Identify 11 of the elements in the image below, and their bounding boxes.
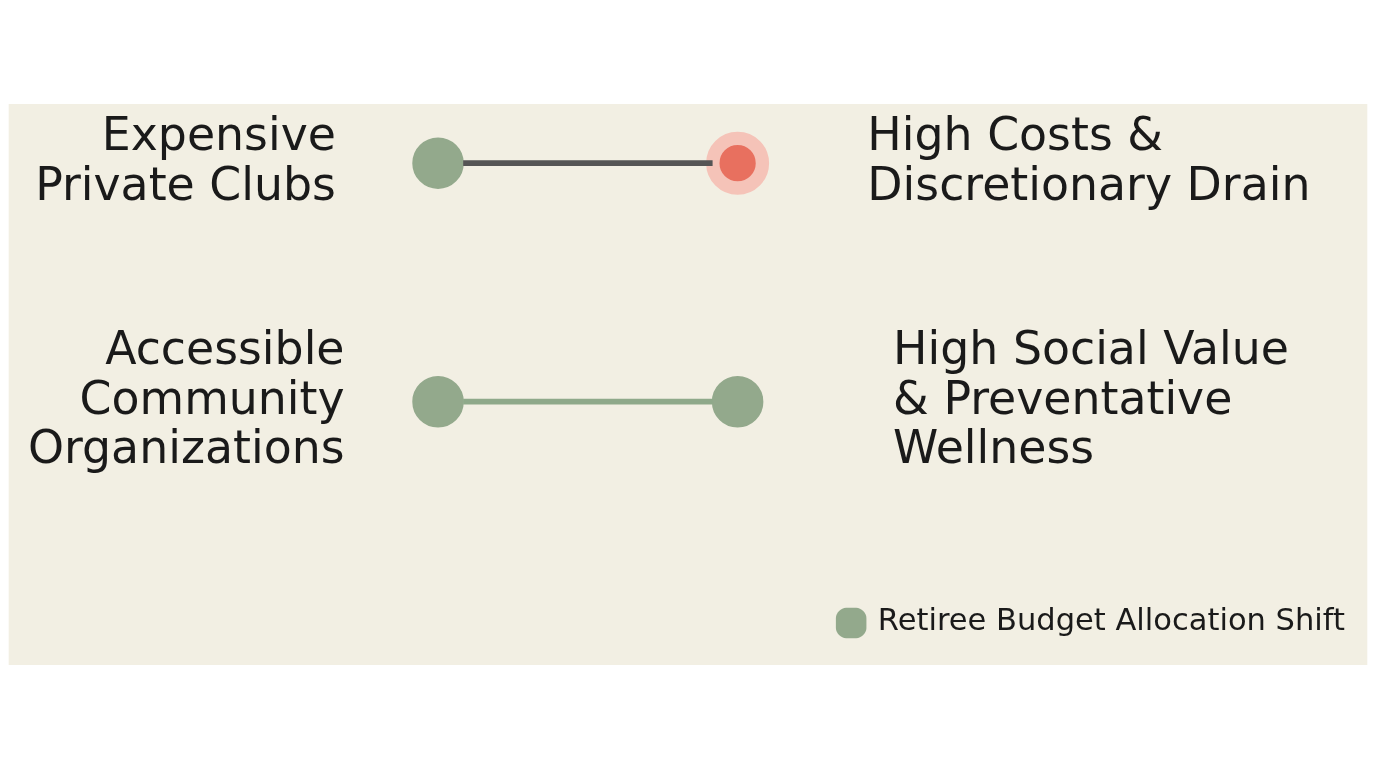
- node-label: High Costs & Discretionary Drain: [867, 106, 1311, 211]
- node-label: Expensive Private Clubs: [35, 106, 336, 211]
- legend-label: Retiree Budget Allocation Shift: [877, 601, 1345, 637]
- node-circle: [412, 136, 464, 189]
- node-label: Accessible Community Organizations: [27, 320, 345, 474]
- node-label: High Social Value & Preventative Wellness: [893, 320, 1289, 474]
- connector: [463, 398, 713, 405]
- node-circle: [711, 375, 764, 427]
- connector: [463, 159, 713, 166]
- node-circle: [706, 131, 770, 195]
- node-circle: [412, 375, 464, 427]
